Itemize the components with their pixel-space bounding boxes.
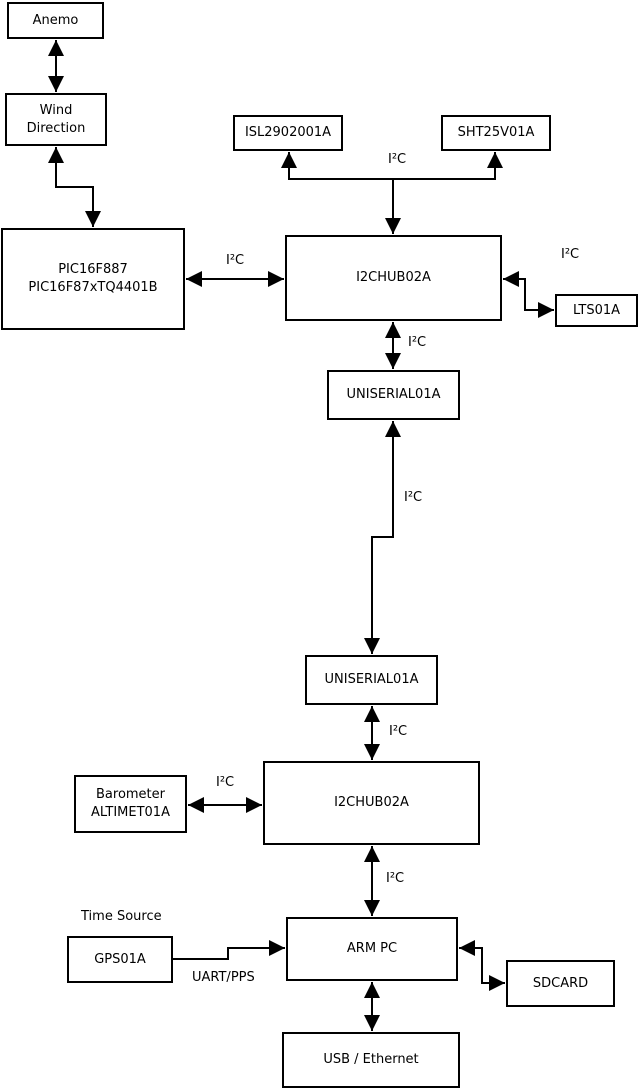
edge-label-uart-pps: UART/PPS xyxy=(192,970,255,985)
edge-label-i2c: I²C xyxy=(408,335,427,350)
edge-label-i2c: I²C xyxy=(404,490,423,505)
node-i2chub02a-bottom: I2CHUB02A xyxy=(263,761,480,845)
edge-label-i2c: I²C xyxy=(561,247,580,262)
edge-arm-sdcard xyxy=(459,940,505,991)
node-label-pic16f887: PIC16F887 PIC16F87xTQ4401B xyxy=(28,262,158,295)
node-arm-pc: ARM PC xyxy=(286,917,458,981)
node-usb-ethernet: USB / Ethernet xyxy=(282,1032,460,1088)
node-label-anemo: Anemo xyxy=(32,12,79,28)
edge-label-time-source: Time Source xyxy=(81,909,162,924)
edge-label-i2c: I²C xyxy=(386,871,405,886)
node-sht25v01a: SHT25V01A xyxy=(441,115,551,151)
node-label-arm-pc: ARM PC xyxy=(346,941,398,957)
edge-label-i2c: I²C xyxy=(216,775,235,790)
node-anemo: Anemo xyxy=(7,2,104,39)
node-uniserial01a-top: UNISERIAL01A xyxy=(327,370,460,420)
node-label-barometer-altimet01a: Barometer ALTIMET01A xyxy=(91,787,170,820)
node-gps01a: GPS01A xyxy=(67,936,173,983)
node-barometer-altimet01a: Barometer ALTIMET01A xyxy=(74,775,187,833)
node-label-wind-direction: Wind Direction xyxy=(26,102,86,136)
node-label-uniserial01a-top: UNISERIAL01A xyxy=(346,387,441,403)
node-sdcard: SDCARD xyxy=(506,960,615,1007)
node-isl2902001a: ISL2902001A xyxy=(233,115,343,151)
edge-label-i2c: I²C xyxy=(226,253,245,268)
edge-label-i2c: I²C xyxy=(388,152,407,167)
node-i2chub02a-top: I2CHUB02A xyxy=(285,235,502,321)
edge-gps-arm xyxy=(173,940,285,960)
node-uniserial01a-bottom: UNISERIAL01A xyxy=(305,655,438,705)
node-label-uniserial01a-bottom: UNISERIAL01A xyxy=(324,672,419,688)
edge-hub1-lts xyxy=(503,271,554,318)
node-wind-direction: Wind Direction xyxy=(5,93,107,146)
node-label-usb-ethernet: USB / Ethernet xyxy=(323,1052,419,1068)
edge-uni1-uni2 xyxy=(364,421,401,654)
node-label-i2chub02a-bottom: I2CHUB02A xyxy=(334,795,409,811)
node-label-i2chub02a-top: I2CHUB02A xyxy=(356,270,431,286)
node-label-isl2902001a: ISL2902001A xyxy=(244,125,332,141)
node-label-lts01a: LTS01A xyxy=(572,302,621,318)
node-label-gps01a: GPS01A xyxy=(94,951,146,967)
node-label-sht25v01a: SHT25V01A xyxy=(457,125,535,141)
node-pic16f887: PIC16F887 PIC16F87xTQ4401B xyxy=(1,228,185,330)
edge-wind-pic xyxy=(48,147,101,227)
node-lts01a: LTS01A xyxy=(555,294,638,327)
edge-label-i2c: I²C xyxy=(389,724,408,739)
node-label-sdcard: SDCARD xyxy=(532,975,589,991)
